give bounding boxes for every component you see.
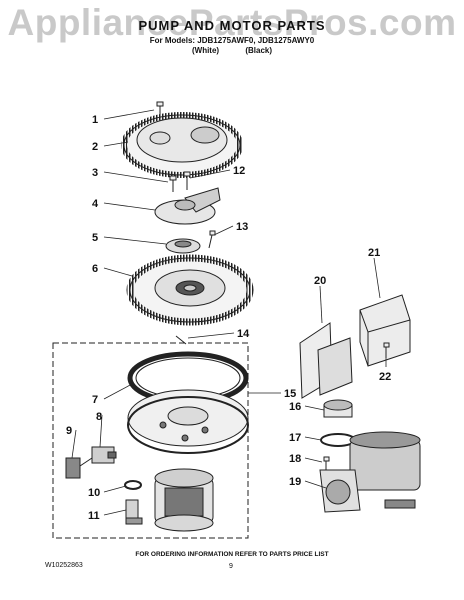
part-3-bolt <box>169 175 177 192</box>
part-8-switch <box>91 446 117 464</box>
label-8: 8 <box>96 411 102 423</box>
part-14-rod <box>175 335 187 345</box>
label-15: 15 <box>284 388 296 400</box>
part-9-clip <box>65 457 93 479</box>
part-12-bolt <box>183 171 191 190</box>
label-16: 16 <box>289 401 301 413</box>
label-10: 10 <box>88 487 100 499</box>
part-16-pump-cap <box>323 399 353 418</box>
color-variants: (White) (Black) <box>0 46 464 55</box>
label-6: 6 <box>92 263 98 275</box>
label-9: 9 <box>66 425 72 437</box>
part-2-cover <box>121 112 243 178</box>
label-7: 7 <box>92 394 98 406</box>
part-11-capacitor <box>125 499 143 525</box>
page-title: PUMP AND MOTOR PARTS <box>138 18 326 33</box>
part-22-screw <box>383 342 390 358</box>
ordering-note: FOR ORDERING INFORMATION REFER TO PARTS … <box>135 551 329 558</box>
variant-white: (White) <box>191 46 220 55</box>
part-4-housing <box>154 187 221 225</box>
leader-lines <box>71 109 387 516</box>
model-list: For Models: JDB1275AWF0, JDB1275AWY0 <box>149 36 315 45</box>
label-20: 20 <box>314 275 326 287</box>
page-number: 9 <box>229 563 233 570</box>
watermark: AppliancePartsPros.com <box>7 2 457 43</box>
assembly-box <box>52 342 249 539</box>
part-19-drain-pump <box>319 431 421 513</box>
part-20-bracket <box>299 322 353 399</box>
label-17: 17 <box>289 432 301 444</box>
label-1: 1 <box>92 114 98 126</box>
part-5-impeller <box>165 238 201 254</box>
label-5: 5 <box>92 232 98 244</box>
part-21-box <box>359 294 411 367</box>
label-14: 14 <box>237 328 250 340</box>
part-10-ring <box>124 480 142 490</box>
motor-assembly <box>154 468 214 532</box>
variant-black: (Black) <box>245 46 273 55</box>
part-6-gear-ring <box>126 254 254 326</box>
base-housing <box>127 389 249 454</box>
label-11: 11 <box>88 510 100 522</box>
label-3: 3 <box>92 167 98 179</box>
part-13-screw <box>208 230 216 249</box>
label-19: 19 <box>289 476 301 488</box>
document-id: W10252863 <box>45 562 83 569</box>
label-21: 21 <box>368 247 380 259</box>
label-22: 22 <box>379 371 391 383</box>
label-4: 4 <box>92 198 99 210</box>
label-13: 13 <box>236 221 248 233</box>
label-18: 18 <box>289 453 301 465</box>
label-2: 2 <box>92 141 98 153</box>
label-12: 12 <box>233 165 245 177</box>
